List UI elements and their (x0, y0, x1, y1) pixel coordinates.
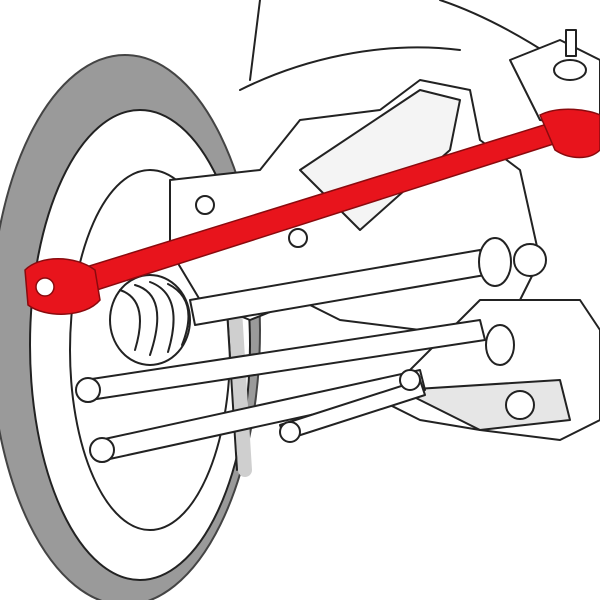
highlighted-link-arm (24, 108, 600, 315)
bolt (513, 243, 547, 277)
body-panel-outline (249, 0, 261, 81)
bolt (399, 369, 421, 391)
red-arm-outer-end (24, 258, 101, 315)
cv-boot (109, 274, 191, 366)
link-end (485, 324, 515, 366)
bolt (89, 437, 115, 463)
red-arm-inner-end (539, 108, 600, 159)
stud-nut (553, 59, 587, 81)
body-panel-outline (239, 46, 461, 91)
bolt (75, 377, 101, 403)
bolt (195, 195, 215, 215)
bolt (279, 421, 301, 443)
stud (565, 29, 577, 57)
red-arm-bushing (35, 277, 55, 297)
bolt (288, 228, 308, 248)
link-end (478, 237, 512, 287)
bushing (505, 390, 535, 420)
